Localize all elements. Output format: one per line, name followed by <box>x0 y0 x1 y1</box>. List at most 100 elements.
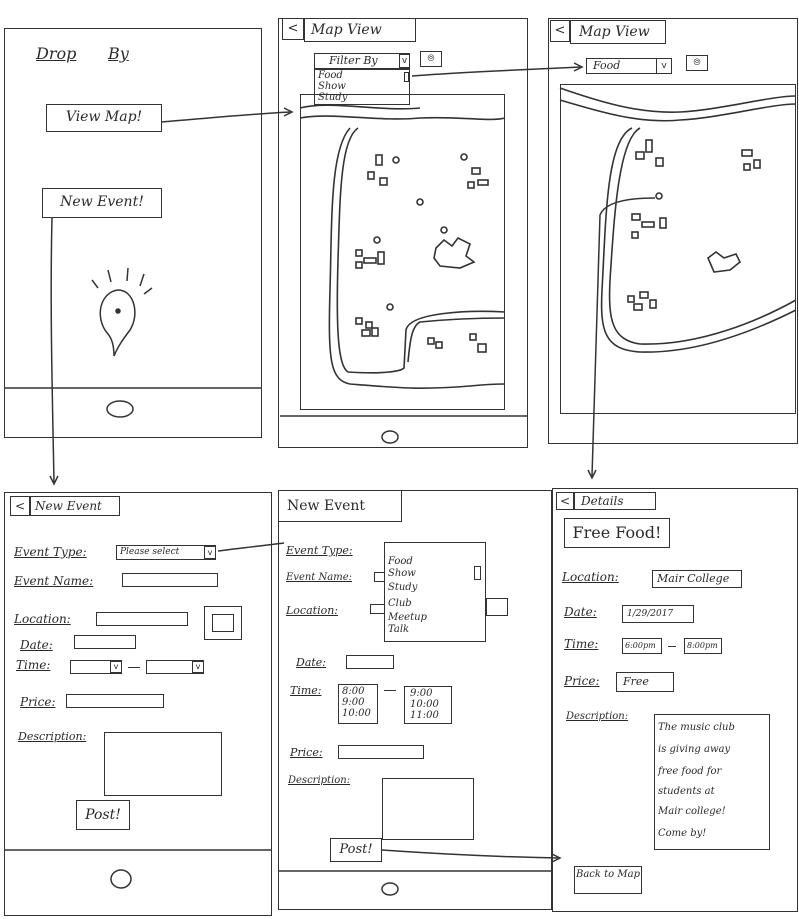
app-title-drop: Drop <box>36 44 77 63</box>
event-type-option-study[interactable]: Study <box>388 582 418 593</box>
event-name-input[interactable] <box>122 573 218 587</box>
start-time-option[interactable]: 9:00 <box>342 697 365 708</box>
event-type-label: Event Type: <box>286 544 353 557</box>
map-icon <box>212 614 234 632</box>
new-event-dropdown-screen-frame <box>278 490 552 910</box>
end-time-option[interactable]: 11:00 <box>410 710 439 721</box>
description-label: Description: <box>18 730 87 743</box>
description-line: free food for <box>658 766 722 777</box>
price-label: Price: <box>20 695 56 709</box>
view-map-button[interactable]: View Map! <box>46 104 162 132</box>
location-target-icon[interactable]: ⦾ <box>420 51 442 67</box>
price-label: Price: <box>564 674 600 688</box>
map-picker-button[interactable] <box>204 606 242 640</box>
back-button[interactable]: < <box>550 20 570 42</box>
end-time-value: 8:00pm <box>684 638 722 654</box>
event-type-option-food[interactable]: Food <box>388 556 413 567</box>
date-label: Date: <box>20 638 53 652</box>
event-type-dropdown[interactable] <box>384 542 486 642</box>
post-button[interactable]: Post! <box>330 838 382 862</box>
filter-by-dropdown[interactable]: Filter By <box>314 53 410 69</box>
time-label: Time: <box>290 684 322 697</box>
map-view-title: Map View <box>570 20 666 44</box>
event-title: Free Food! <box>564 518 670 548</box>
post-button[interactable]: Post! <box>76 800 130 830</box>
event-name-label: Event Name: <box>14 574 94 588</box>
time-label: Time: <box>16 658 51 672</box>
location-value: Mair College <box>652 570 742 588</box>
description-label: Description: <box>566 711 629 722</box>
event-type-option-talk[interactable]: Talk <box>388 624 410 635</box>
location-label: Location: <box>286 604 338 617</box>
end-time-picker[interactable] <box>404 686 452 724</box>
date-input[interactable] <box>74 635 136 649</box>
back-to-map-button[interactable]: Back to Map <box>574 866 642 894</box>
price-value: Free <box>616 672 674 692</box>
event-type-select[interactable]: Please select <box>116 545 216 560</box>
description-textarea[interactable] <box>382 778 474 840</box>
event-name-label: Event Name: <box>286 572 352 583</box>
back-button[interactable]: < <box>282 18 304 40</box>
description-line: is giving away <box>658 744 731 755</box>
chevron-down-icon: v <box>192 661 204 673</box>
description-box <box>654 714 770 850</box>
chevron-down-icon: v <box>204 546 216 559</box>
date-input[interactable] <box>346 655 394 669</box>
filter-option-food[interactable]: Food <box>318 70 343 81</box>
app-title-by: By <box>108 44 129 63</box>
time-range-dash <box>384 690 396 691</box>
location-input[interactable] <box>96 612 188 626</box>
details-screen-frame <box>552 488 798 912</box>
time-range-dash <box>668 646 676 647</box>
date-label: Date: <box>564 605 597 619</box>
end-time-option[interactable]: 9:00 <box>410 688 433 699</box>
location-label: Location: <box>562 570 619 584</box>
filter-option-study[interactable]: Study <box>318 92 348 103</box>
filter-scrollbar[interactable] <box>404 72 409 82</box>
description-line: students at <box>658 786 715 797</box>
event-type-option-show[interactable]: Show <box>388 568 416 579</box>
event-type-option-meetup[interactable]: Meetup <box>388 612 427 623</box>
filter-by-label: Filter By <box>329 54 378 67</box>
description-label: Description: <box>288 775 351 786</box>
details-title: Details <box>574 492 656 510</box>
home-screen-frame <box>4 28 262 438</box>
location-target-icon[interactable]: ⦾ <box>686 55 708 71</box>
date-value: 1/29/2017 <box>622 605 694 623</box>
filter-option-show[interactable]: Show <box>318 81 346 92</box>
time-range-dash <box>128 667 140 668</box>
new-event-screen-frame <box>4 492 272 916</box>
start-time-option[interactable]: 10:00 <box>342 708 371 719</box>
dropdown-scrollbar[interactable] <box>474 566 481 580</box>
price-label: Price: <box>290 746 323 759</box>
chevron-down-icon: v <box>656 58 672 74</box>
description-line: Come by! <box>658 828 707 839</box>
location-label: Location: <box>14 612 71 626</box>
back-button[interactable]: < <box>556 492 574 510</box>
time-label: Time: <box>564 637 599 651</box>
description-textarea[interactable] <box>104 732 222 796</box>
price-input[interactable] <box>338 745 424 759</box>
date-label: Date: <box>296 656 327 669</box>
chevron-down-icon: v <box>110 661 122 673</box>
description-line: Mair college! <box>658 806 726 817</box>
start-time-value: 6:00pm <box>622 638 662 654</box>
price-input[interactable] <box>66 694 164 708</box>
campus-map-filtered[interactable] <box>560 84 796 414</box>
start-time-picker[interactable] <box>338 684 378 724</box>
event-type-option-club[interactable]: Club <box>388 598 412 609</box>
campus-map[interactable] <box>300 94 505 410</box>
description-line: The music club <box>658 722 735 733</box>
start-time-option[interactable]: 8:00 <box>342 686 365 697</box>
filter-options-list <box>314 69 410 105</box>
new-event-button[interactable]: New Event! <box>42 188 162 218</box>
back-button[interactable]: < <box>10 496 30 516</box>
new-event-title: New Event <box>278 490 402 522</box>
event-type-label: Event Type: <box>14 545 87 559</box>
chevron-down-icon: v <box>399 54 410 68</box>
end-time-option[interactable]: 10:00 <box>410 699 439 710</box>
map-picker-button[interactable] <box>486 598 508 616</box>
new-event-title: New Event <box>30 496 120 516</box>
map-view-filtered-screen-frame <box>548 18 798 444</box>
